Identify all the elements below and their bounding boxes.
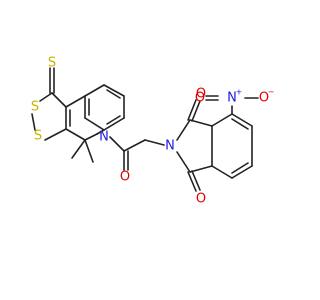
amide-oxygen-label: O xyxy=(120,170,130,185)
imide-nitrogen-label: N xyxy=(165,139,175,154)
imide-oxygen-bottom-label: O xyxy=(196,192,206,207)
thione-sulfur-label: S xyxy=(48,56,56,71)
ring-sulfur-2-label: S xyxy=(34,129,42,144)
nitro-nitrogen-charge: + xyxy=(236,88,243,97)
nitro-nitrogen-label: N xyxy=(227,91,237,106)
nitro-oxygen-left-label: O xyxy=(195,91,205,106)
imide-oxygen-top-label: O xyxy=(196,87,206,102)
quinoline-nitrogen-label: N xyxy=(99,130,109,145)
atom-labels: S S S N O N O O N O O + − xyxy=(31,56,274,207)
nitro-oxygen-charge: − xyxy=(268,88,275,97)
canvas-background xyxy=(0,0,300,300)
molecule-structure-diagram: S S S N O N O O N O O + − xyxy=(0,0,300,300)
ring-sulfur-1-label: S xyxy=(31,100,39,115)
bond-lines xyxy=(31,67,259,192)
nitro-oxygen-right-label: O xyxy=(259,91,269,106)
